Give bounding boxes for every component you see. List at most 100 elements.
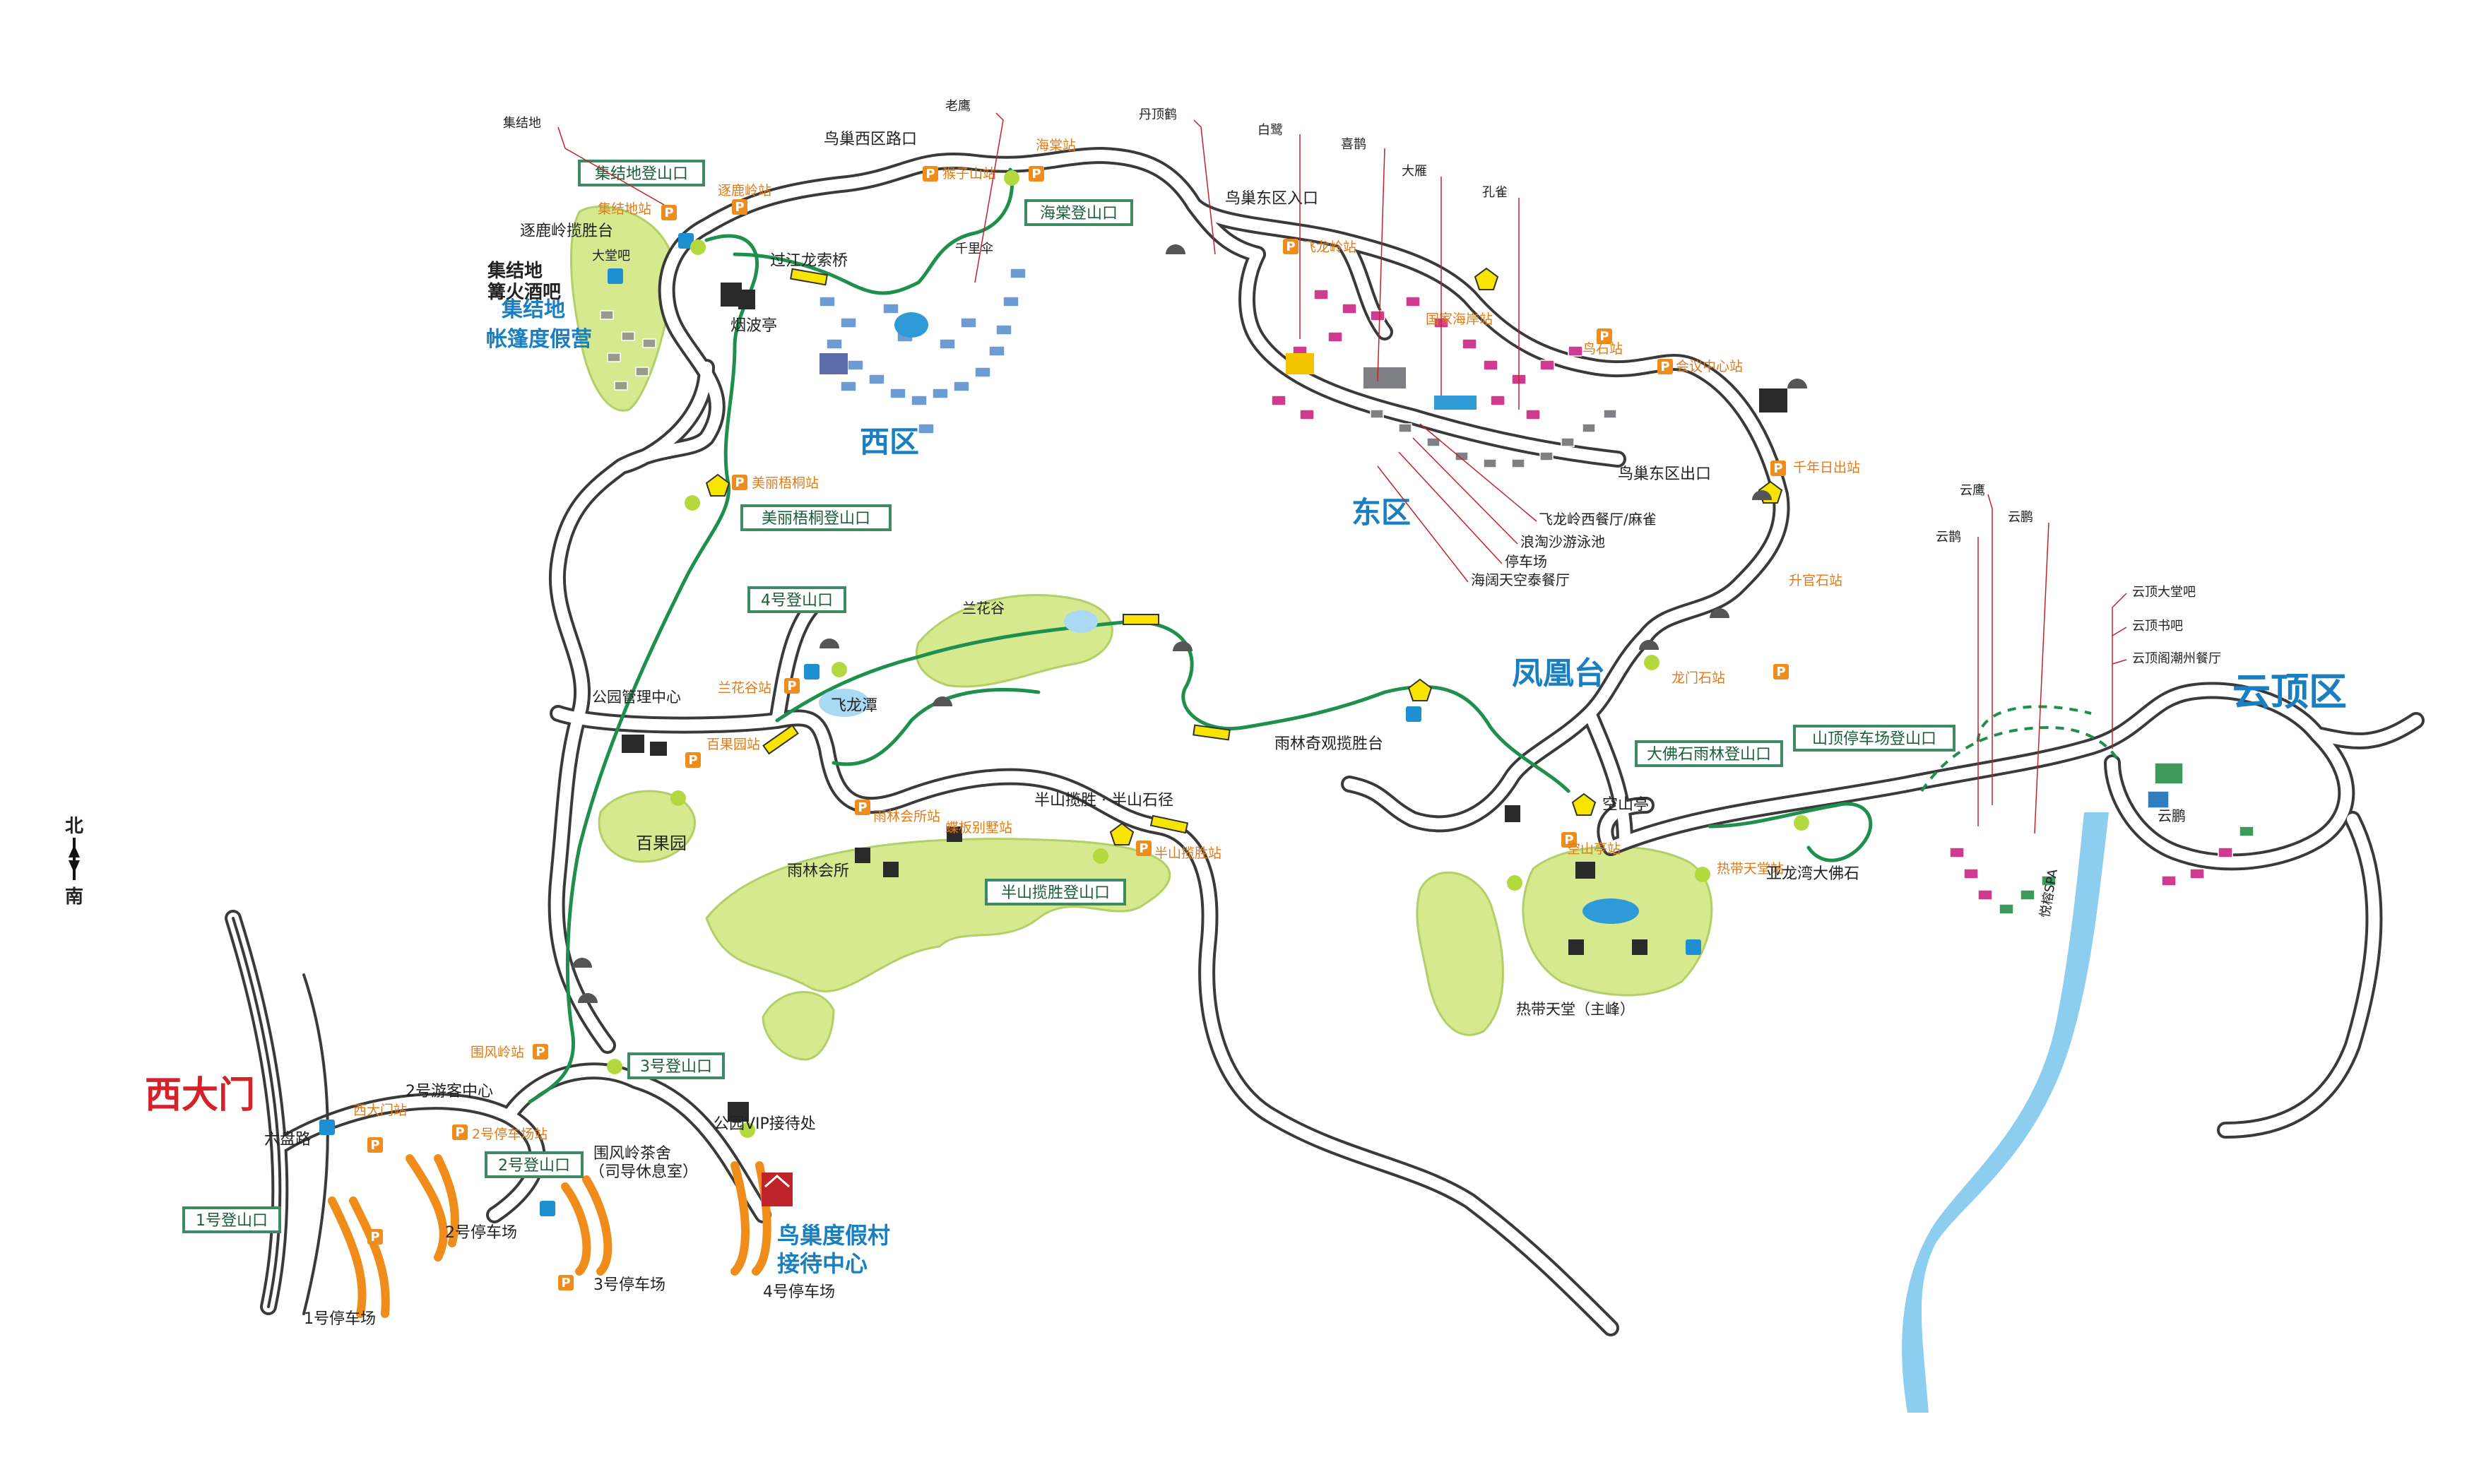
scenic-lookout-icon <box>607 170 1809 1138</box>
zone-east: 东区 <box>1351 495 1411 530</box>
tea-house-2: （司导休息室） <box>589 1163 698 1181</box>
svg-text:P: P <box>561 1276 570 1290</box>
trailhead-begonia[interactable]: 海棠登山口 <box>1024 199 1133 226</box>
trailhead-wutong[interactable]: 美丽梧桐登山口 <box>740 504 892 531</box>
camp-villas <box>600 310 656 391</box>
svg-text:集结地: 集结地 <box>503 116 541 131</box>
east-gray-villas <box>1370 409 1617 468</box>
trailhead-4[interactable]: 4号登山口 <box>747 586 846 613</box>
svg-text:P: P <box>664 206 673 220</box>
svg-text:六盘路: 六盘路 <box>264 1131 311 1148</box>
trailhead-3[interactable]: 3号登山口 <box>627 1052 725 1079</box>
svg-text:云鹰: 云鹰 <box>1960 483 1985 498</box>
compass-north: 北 <box>65 816 83 837</box>
svg-text:P: P <box>1776 665 1785 679</box>
road-network <box>225 147 2425 1336</box>
svg-text:雨林会所: 雨林会所 <box>787 862 849 880</box>
svg-text:半山揽胜站: 半山揽胜站 <box>1154 845 1221 861</box>
svg-text:鸟石站: 鸟石站 <box>1582 341 1623 357</box>
svg-text:云鹊: 云鹊 <box>1936 530 1961 545</box>
svg-text:飞龙岭站: 飞龙岭站 <box>1303 239 1356 255</box>
water-features <box>819 312 1639 924</box>
svg-text:P: P <box>858 800 867 815</box>
zone-nest-resort-2: 接待中心 <box>777 1250 868 1277</box>
svg-text:P: P <box>1031 167 1041 182</box>
small-lawn <box>762 991 835 1061</box>
svg-text:云顶书吧: 云顶书吧 <box>2132 619 2183 634</box>
svg-text:悦榕SPA: 悦榕SPA <box>2037 867 2061 919</box>
svg-text:喜鹊: 喜鹊 <box>1341 137 1366 152</box>
trailhead-half-mountain[interactable]: 半山揽胜登山口 <box>985 879 1126 906</box>
zone-labels: 西大门 西区 东区 凤凰台 云顶区 集结地 帐篷度假营 鸟巢度假村 接待中心 <box>145 297 2347 1277</box>
svg-text:2号游客中心: 2号游客中心 <box>406 1083 493 1100</box>
trails <box>528 167 1873 1104</box>
trailhead-1[interactable]: 1号登山口 <box>182 1206 281 1233</box>
svg-text:西大门站: 西大门站 <box>353 1103 407 1118</box>
svg-text:美丽梧桐站: 美丽梧桐站 <box>752 475 819 491</box>
bonfire-bar-1: 集结地 <box>487 260 543 282</box>
svg-text:大佛石雨林登山口: 大佛石雨林登山口 <box>1647 746 1771 764</box>
west-villas <box>819 268 1026 434</box>
svg-text:老鹰: 老鹰 <box>945 99 971 114</box>
resort-logo-sign <box>762 1173 793 1206</box>
svg-text:百果园站: 百果园站 <box>706 737 760 752</box>
summit-dashed-trail <box>1920 705 2121 793</box>
parking-icon: P P P P P P P P P P P P P P P P P P P P <box>367 166 1789 1290</box>
svg-text:孔雀: 孔雀 <box>1482 185 1508 200</box>
svg-text:蝶板别墅站: 蝶板别墅站 <box>945 820 1012 836</box>
leader-lines <box>557 112 2127 834</box>
svg-text:P: P <box>370 1230 379 1245</box>
svg-text:鸟巢东区入口: 鸟巢东区入口 <box>1225 190 1318 208</box>
svg-text:升官石站: 升官石站 <box>1789 573 1842 588</box>
svg-text:大雁: 大雁 <box>1402 164 1427 179</box>
tunnel-icon <box>572 244 1807 1003</box>
svg-text:1号停车场: 1号停车场 <box>304 1310 376 1328</box>
svg-text:白鹭: 白鹭 <box>1258 123 1283 138</box>
svg-text:兰花谷: 兰花谷 <box>962 600 1005 617</box>
svg-text:2号登山口: 2号登山口 <box>498 1157 570 1175</box>
east-island-lawn <box>1416 871 1504 1036</box>
svg-text:鸟巢西区路口: 鸟巢西区路口 <box>824 131 917 148</box>
svg-text:雨林奇观揽胜台: 雨林奇观揽胜台 <box>1274 735 1383 753</box>
svg-text:P: P <box>455 1125 464 1140</box>
zone-assembly-camp-2: 帐篷度假营 <box>486 327 592 352</box>
svg-text:P: P <box>735 200 744 215</box>
svg-text:半山揽胜 · 半山石径: 半山揽胜 · 半山石径 <box>1034 792 1173 809</box>
trailhead-2[interactable]: 2号登山口 <box>485 1151 584 1178</box>
svg-text:山顶停车场登山口: 山顶停车场登山口 <box>1812 730 1936 748</box>
svg-text:P: P <box>688 753 697 768</box>
svg-text:逐鹿岭站: 逐鹿岭站 <box>718 183 771 198</box>
svg-text:2号停车场站: 2号停车场站 <box>472 1127 548 1142</box>
compass: 北 南 <box>65 816 83 908</box>
svg-text:海棠登山口: 海棠登山口 <box>1040 205 1118 222</box>
svg-text:海阔天空泰餐厅: 海阔天空泰餐厅 <box>1471 571 1570 588</box>
svg-text:P: P <box>1139 841 1148 856</box>
svg-text:P: P <box>1599 329 1609 344</box>
svg-text:热带天堂（主峰）: 热带天堂（主峰） <box>1516 1001 1635 1018</box>
svg-text:半山揽胜登山口: 半山揽胜登山口 <box>1001 884 1110 902</box>
svg-text:百果园: 百果园 <box>636 833 687 853</box>
svg-text:云顶阁潮州餐厅: 云顶阁潮州餐厅 <box>2132 651 2221 666</box>
svg-text:丹顶鹤: 丹顶鹤 <box>1139 107 1177 122</box>
compass-south: 南 <box>65 886 83 908</box>
svg-text:公园管理中心: 公园管理中心 <box>592 689 681 706</box>
svg-text:P: P <box>1660 360 1669 374</box>
svg-text:3号登山口: 3号登山口 <box>640 1058 712 1076</box>
lawns <box>569 206 1713 1061</box>
svg-text:P: P <box>1286 239 1295 254</box>
trailhead-summit-parking[interactable]: 山顶停车场登山口 <box>1793 725 1955 752</box>
svg-text:会议中心站: 会议中心站 <box>1676 359 1743 374</box>
river <box>1902 812 2109 1413</box>
parking-lots <box>328 1154 771 1318</box>
trailhead-buddha-rock[interactable]: 大佛石雨林登山口 <box>1635 740 1783 767</box>
svg-text:雨林会所站: 雨林会所站 <box>873 809 940 824</box>
svg-text:猴子山站: 猴子山站 <box>942 166 996 182</box>
zone-west: 西区 <box>860 425 919 459</box>
trailhead-assembly[interactable]: 集结地登山口 <box>578 160 705 186</box>
svg-text:海棠站: 海棠站 <box>1036 138 1076 153</box>
svg-text:飞龙岭西餐厅/麻雀: 飞龙岭西餐厅/麻雀 <box>1539 511 1657 528</box>
svg-text:P: P <box>1773 461 1782 476</box>
orchid-valley-lawn <box>915 594 1113 688</box>
trailhead-labels: 集结地登山口 海棠登山口 美丽梧桐登山口 4号登山口 半山揽胜登山口 3号登山口… <box>182 160 1955 1233</box>
